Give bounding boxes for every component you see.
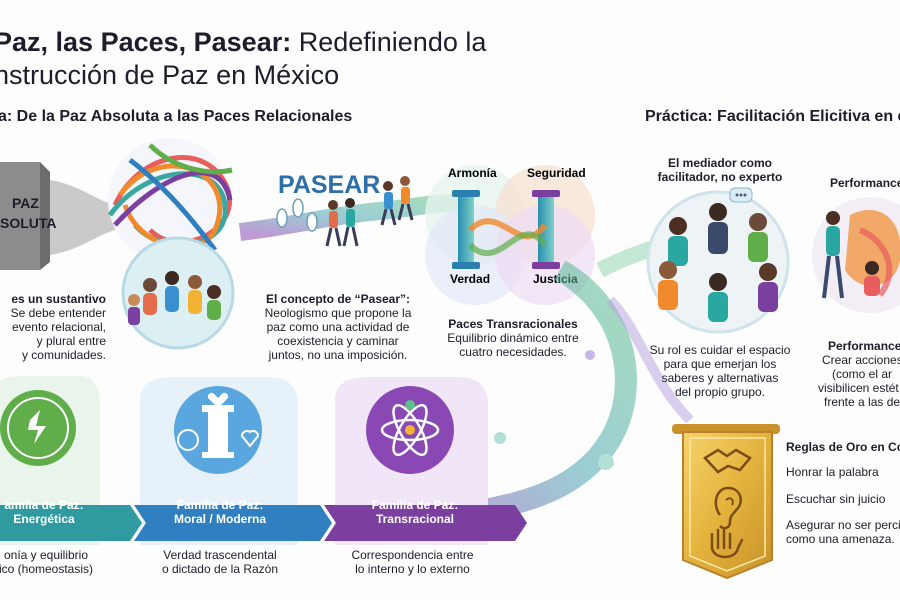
footprints-icon xyxy=(276,198,318,232)
family-energetica-title2: Energética xyxy=(13,512,75,526)
family-moral-desc1: Verdad trascendental xyxy=(163,548,277,562)
performances-line1: Crear acciones xyxy=(822,353,900,367)
pillar-armonia: Armonía xyxy=(448,166,497,180)
reglas-item1: Honrar la palabra xyxy=(786,465,879,479)
sustantivo-line2: Se debe entender xyxy=(10,306,106,320)
title-rest: Redefiniendo la xyxy=(291,27,487,57)
transracionales-line2: cuatro necesidades. xyxy=(459,345,567,359)
performances-desc: Performances Crear acciones (como el ar … xyxy=(818,339,900,409)
walking-people-icon xyxy=(325,176,414,247)
mediador-title1: El mediador como xyxy=(667,156,773,170)
sustantivo-line5: y comunidades. xyxy=(21,348,106,362)
community-illustration xyxy=(121,236,235,350)
reglas-item3b: como una amenaza. xyxy=(786,532,895,546)
pillar-seguridad: Seguridad xyxy=(527,166,586,180)
handshake-icon xyxy=(703,448,752,474)
performances-bottom-title: Performances xyxy=(828,339,900,353)
ear-icon xyxy=(714,486,742,530)
family-energetica-title1: amilia de Paz: xyxy=(4,498,84,512)
pillar-verdad: Verdad xyxy=(450,272,490,286)
mediador-title: El mediador como facilitador, no experto xyxy=(650,156,790,184)
paz-absoluta-line1: PAZ xyxy=(12,195,39,211)
mediador-line2: para que emerjan los xyxy=(663,357,777,371)
family-card-moral xyxy=(140,377,298,545)
paz-absoluta-block xyxy=(0,162,115,270)
pasear-concept-line2: paz como una actividad de xyxy=(266,320,410,334)
title-line2: nstrucción de Paz en México xyxy=(0,60,340,90)
pasear-concept-line3: coexistencia y caminar xyxy=(277,334,399,348)
mediador-line1: Su rol es cuidar el espacio xyxy=(649,343,791,357)
open-hand-icon xyxy=(710,528,744,559)
family-moral-desc2: o dictado de la Razón xyxy=(161,562,279,576)
transrational-pillars xyxy=(425,165,595,305)
family-moral-title: Familia de Paz: Moral / Moderna xyxy=(150,498,290,526)
pasear-concept-line1: Neologismo que propone la xyxy=(264,306,412,320)
pasear-concept-title: El concepto de “Pasear”: xyxy=(265,292,411,306)
family-energetica-desc2: ico (homeostasis) xyxy=(0,562,94,576)
family-moral-title2: Moral / Moderna xyxy=(173,512,266,526)
performances-line4: frente a las de xyxy=(824,395,900,409)
mediador-line3: saberes y alternativas xyxy=(661,371,779,385)
family-transracional-title1: Familia de Paz: xyxy=(371,498,459,512)
left-section-heading: a: De la Paz Absoluta a las Paces Relaci… xyxy=(0,108,353,125)
reglas-item3a: Asegurar no ser percib xyxy=(786,518,900,532)
family-card-energetica xyxy=(0,376,100,545)
family-energetica-desc1: onía y equilibrio xyxy=(3,548,89,562)
reglas-item2: Escuchar sin juicio xyxy=(786,492,886,506)
mediador-line4: del propio grupo. xyxy=(674,385,766,399)
sustantivo-text: es un sustantivo Se debe entender evento… xyxy=(0,292,106,362)
performances-top: Performances xyxy=(830,176,900,190)
sustantivo-line3: evento relacional, xyxy=(11,320,106,334)
family-card-transracional xyxy=(335,377,488,545)
reglas-item3: Asegurar no ser percib como una amenaza. xyxy=(786,518,900,546)
pasear-label: PASEAR xyxy=(278,171,380,199)
right-section-heading: Práctica: Facilitación Elicitiva en el xyxy=(645,108,900,125)
family-arrow-band xyxy=(0,505,527,541)
family-transracional-desc1: Correspondencia entre xyxy=(351,548,474,562)
mediador-desc: Su rol es cuidar el espacio para que eme… xyxy=(640,343,800,399)
family-transracional-desc: Correspondencia entre lo interno y lo ex… xyxy=(335,548,490,576)
title-bold: Paz, las Paces, Pasear: xyxy=(0,27,292,57)
golden-rules-banner xyxy=(672,424,780,580)
family-transracional-title2: Transracional xyxy=(375,512,455,526)
paz-absoluta-label: PAZ SOLUTA xyxy=(0,193,57,233)
mediador-title2: facilitador, no experto xyxy=(657,170,783,184)
paz-absoluta-line2: SOLUTA xyxy=(0,215,57,231)
family-moral-desc: Verdad trascendental o dictado de la Raz… xyxy=(145,548,295,576)
transracionales-title: Paces Transracionales xyxy=(448,317,578,331)
performances-line2: (como el ar xyxy=(832,367,893,381)
sustantivo-line4: y plural entre xyxy=(36,334,106,348)
family-energetica-title: amilia de Paz: Energética xyxy=(0,498,94,526)
page-title: Paz, las Paces, Pasear: Redefiniendo la … xyxy=(0,26,486,92)
reglas-title: Reglas de Oro en Co xyxy=(786,440,900,454)
transracionales-text: Paces Transracionales Equilibrio dinámic… xyxy=(438,317,588,359)
family-energetica-desc: onía y equilibrio ico (homeostasis) xyxy=(0,548,102,576)
performances-line3: visibilicen estét xyxy=(818,381,899,395)
relational-sphere xyxy=(107,138,233,262)
pasear-concept-line4: juntos, no una imposición. xyxy=(268,348,408,362)
performances-illustration xyxy=(812,197,900,313)
pasear-concept: El concepto de “Pasear”: Neologismo que … xyxy=(258,292,418,362)
transracionales-line1: Equilibrio dinámico entre xyxy=(447,331,579,345)
family-transracional-title: Familia de Paz: Transracional xyxy=(340,498,490,526)
sustantivo-title: es un sustantivo xyxy=(11,292,106,306)
family-moral-title1: Familia de Paz: xyxy=(176,498,264,512)
family-transracional-desc2: lo interno y lo externo xyxy=(355,562,470,576)
mediator-circle-illustration xyxy=(646,187,790,334)
